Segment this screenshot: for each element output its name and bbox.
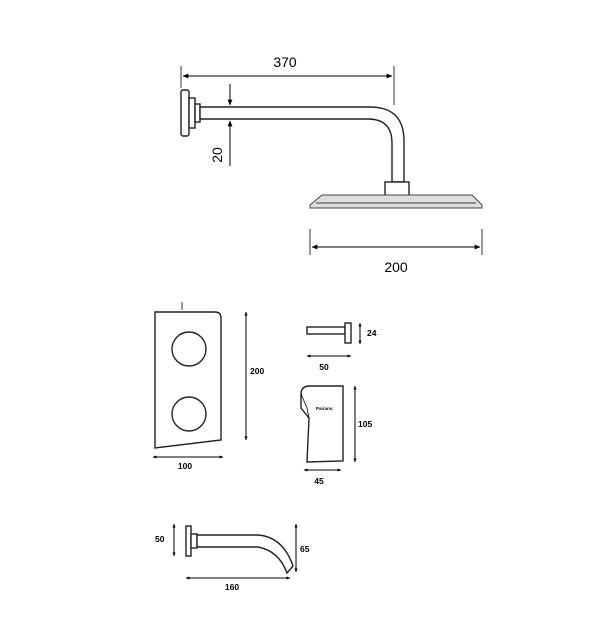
handle-brand-logo: Pairano [316, 406, 333, 411]
dim-head-width-label: 200 [384, 259, 408, 275]
mixer-plate-drawing [154, 302, 222, 449]
lower-control-knob [171, 396, 207, 432]
dim-plate-height: 200 [244, 311, 264, 441]
shower-arm-drawing [180, 89, 483, 209]
dim-plate-width: 100 [152, 455, 224, 471]
dim-plate-height-label: 200 [250, 366, 264, 376]
shower-head [309, 194, 483, 209]
shower-arm [199, 106, 405, 183]
diverter-drawing: 24 50 [306, 322, 377, 372]
lever-handle [300, 385, 344, 463]
dim-arm-length-label: 370 [273, 54, 297, 70]
bath-spout-drawing: 50 65 160 [155, 523, 310, 592]
dim-arm-drop: 20 [209, 84, 233, 166]
dim-head-width: 200 [309, 229, 483, 275]
flange-collar [188, 97, 196, 129]
lever-handle-drawing: Pairano 105 45 [300, 385, 372, 486]
upper-control-knob [171, 331, 207, 367]
bath-spout [196, 534, 294, 575]
wall-flange [180, 89, 190, 137]
dim-diverter-depth-label: 24 [367, 328, 377, 338]
dim-spout-height-label: 50 [155, 534, 165, 544]
dim-handle-height-label: 105 [358, 419, 372, 429]
dim-spout-drop-label: 65 [300, 544, 310, 554]
dim-plate-width-label: 100 [178, 461, 192, 471]
flange-nut [194, 103, 201, 123]
dim-handle-width-label: 45 [314, 476, 324, 486]
dim-diverter-length-label: 50 [319, 362, 329, 372]
dim-spout-length-label: 160 [225, 582, 239, 592]
dim-arm-length: 370 [180, 54, 395, 105]
dim-arm-drop-label: 20 [209, 147, 225, 163]
